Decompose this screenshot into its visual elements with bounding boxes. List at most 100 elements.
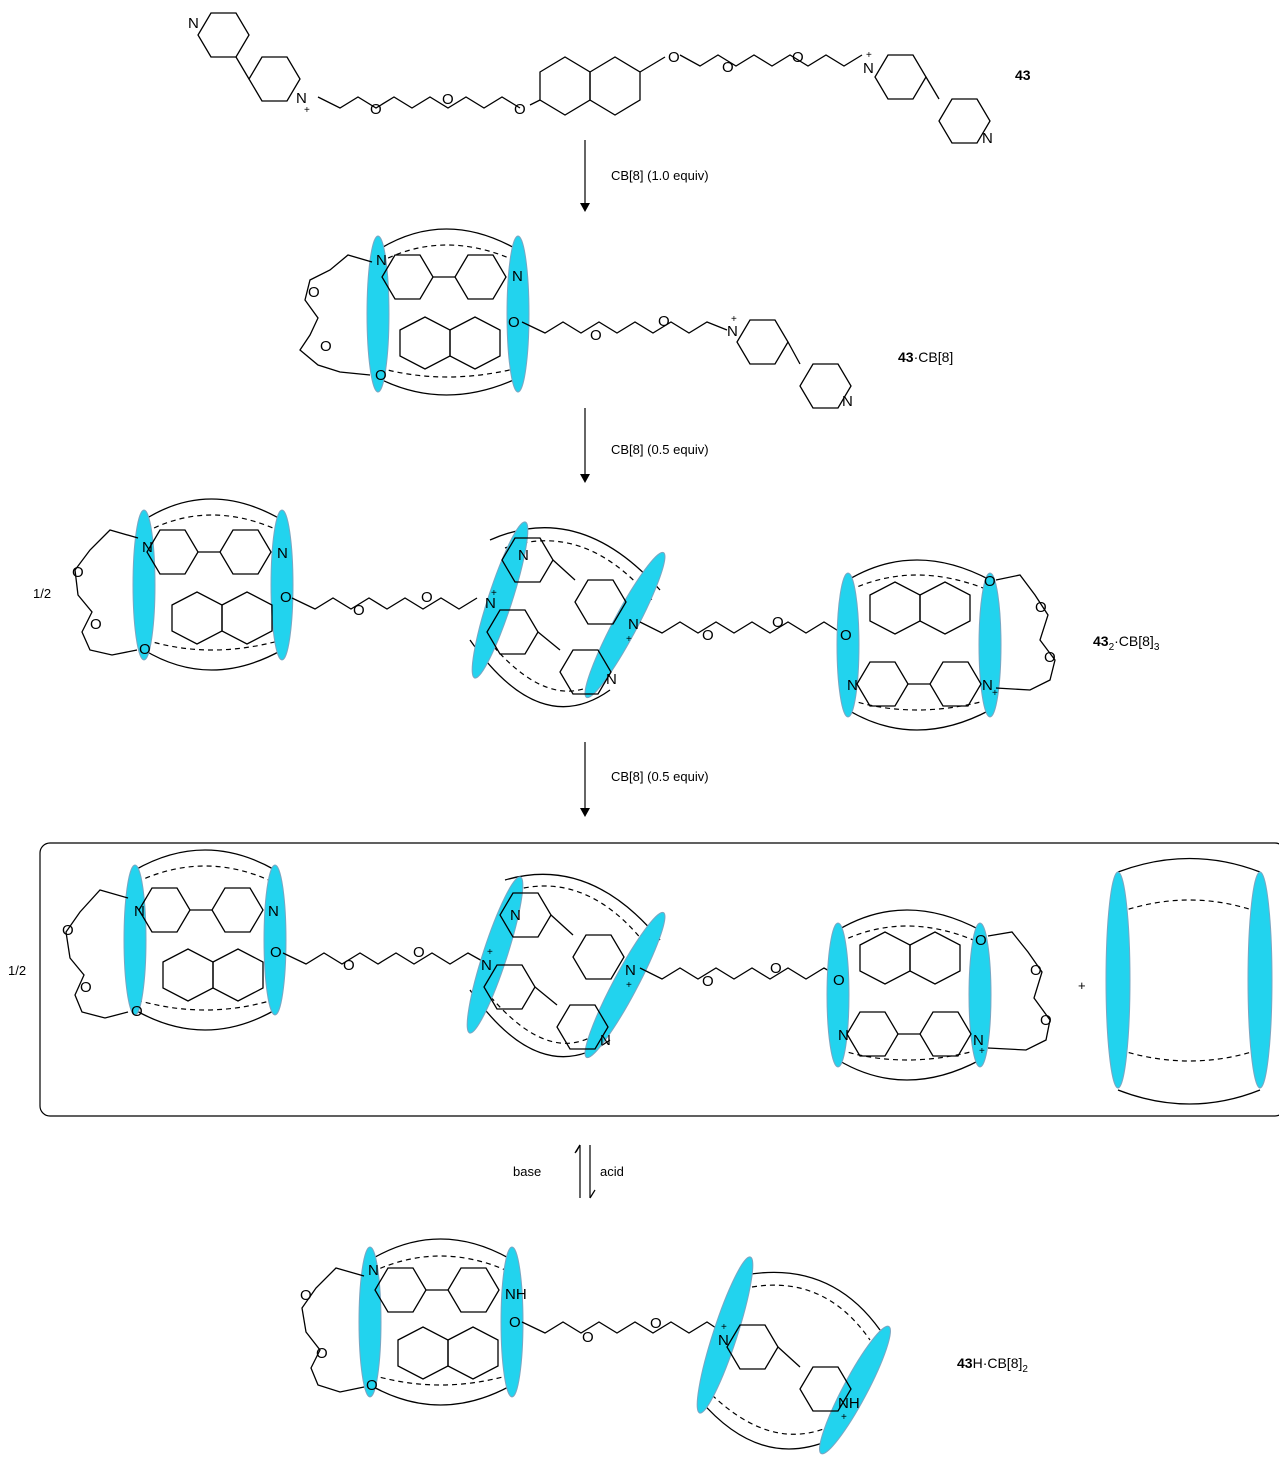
atom-n-5: N [376, 252, 387, 269]
charge-9: + [979, 1046, 985, 1057]
atom-n-13: N [485, 595, 496, 612]
atom-n-1: N [188, 15, 199, 32]
atom-o-8: O [375, 367, 387, 384]
cb8-host-5 [123, 849, 287, 1031]
atom-o-24: O [1044, 649, 1056, 666]
atom-o-31: O [702, 973, 714, 990]
plus-sign: + [1078, 978, 1086, 993]
atom-o-32: O [770, 960, 782, 977]
atom-nh-1: NH [505, 1286, 527, 1303]
charge-10: + [721, 1322, 727, 1333]
compound-43-2-cb8-3-structure: 1/2 N N O O O O O O [33, 498, 1056, 731]
atom-n-11: N [518, 547, 529, 564]
atom-o-21: O [840, 627, 852, 644]
atom-n-19: N [510, 907, 521, 924]
charge-8: + [487, 947, 493, 958]
atom-o-38: O [366, 1377, 378, 1394]
step-2-label: CB[8] (0.5 equiv) [611, 442, 709, 457]
atom-n-10: N [277, 545, 288, 562]
atom-o-29: O [343, 957, 355, 974]
atom-o-6: O [792, 49, 804, 66]
atom-n-4: N [982, 130, 993, 147]
atom-o-3: O [514, 101, 526, 118]
compound-label-43-2-cb8-3: 432·CB[8]3 [1093, 633, 1160, 653]
atom-o-7: O [508, 314, 520, 331]
charge-2: + [866, 50, 872, 61]
atom-o-2: O [442, 91, 454, 108]
atom-o-40: O [316, 1345, 328, 1362]
atom-n-8: N [842, 393, 853, 410]
atom-o-30: O [413, 944, 425, 961]
atom-o-11: O [590, 327, 602, 344]
atom-o-9: O [308, 284, 320, 301]
compound-label-43-cb8: 43·CB[8] [898, 349, 953, 365]
compound-label-43: 43 [1015, 67, 1031, 83]
atom-o-5: O [722, 59, 734, 76]
atom-n-16: N [982, 677, 993, 694]
atom-o-36: O [1040, 1012, 1052, 1029]
boxed-product-structure: 1/2 N N O O O O O O [8, 849, 1273, 1105]
cb8-host-9 [696, 1256, 891, 1455]
atom-o-12: O [658, 313, 670, 330]
atom-o-19: O [702, 627, 714, 644]
atom-n-26: N [718, 1332, 729, 1349]
coefficient-half-2: 1/2 [8, 963, 26, 978]
compound-label-43h-cb8-2: 43H·CB[8]2 [957, 1355, 1028, 1375]
atom-n-18: N [268, 903, 279, 920]
cb8-host-1 [366, 228, 530, 396]
atom-o-27: O [62, 922, 74, 939]
atom-n-3: N [863, 60, 874, 77]
atom-o-4: O [668, 49, 680, 66]
atom-o-20: O [772, 614, 784, 631]
charge-4: + [626, 634, 632, 645]
charge-1: + [304, 105, 310, 116]
atom-n-15: N [847, 677, 858, 694]
atom-n-25: N [368, 1262, 379, 1279]
acid-label: acid [600, 1164, 624, 1179]
arrow-3-head [580, 808, 590, 817]
atom-n-23: N [838, 1027, 849, 1044]
charge-3: + [731, 314, 737, 325]
cb8-host-8 [358, 1238, 524, 1406]
arrow-1-head [580, 203, 590, 212]
cb8-host-4 [836, 559, 1002, 731]
atom-o-17: O [353, 602, 365, 619]
atom-o-39: O [300, 1287, 312, 1304]
compound-43h-cb8-2-structure: N NH O O O O O O N + NH + [300, 1238, 891, 1455]
cb8-host-3 [469, 521, 666, 708]
compound-43-cb8-structure: N N O O O O O O N + N [299, 228, 853, 410]
equilibrium-arrows [574, 1144, 596, 1199]
atom-o-34: O [975, 932, 987, 949]
atom-n-14: N [606, 671, 617, 688]
product-box [39, 842, 1279, 1117]
atom-n-2: N [296, 90, 307, 107]
atom-o-42: O [650, 1315, 662, 1332]
charge-11: + [841, 1412, 847, 1423]
free-cb8-host [1105, 857, 1273, 1105]
atom-o-35: O [1030, 962, 1042, 979]
atom-o-41: O [582, 1329, 594, 1346]
atom-o-25: O [270, 944, 282, 961]
atom-o-1: O [370, 101, 382, 118]
atom-n-21: N [481, 957, 492, 974]
atom-nh-2: NH [838, 1395, 860, 1412]
base-label: base [513, 1164, 541, 1179]
atom-n-20: N [625, 962, 636, 979]
atom-o-22: O [984, 573, 996, 590]
atom-o-14: O [139, 641, 151, 658]
charge-5: + [491, 588, 497, 599]
charge-7: + [626, 980, 632, 991]
atom-o-13: O [280, 589, 292, 606]
atom-o-28: O [80, 979, 92, 996]
compound-43-structure: N N + O O O O O O N + N [188, 12, 993, 147]
atom-n-6: N [512, 268, 523, 285]
step-1-label: CB[8] (1.0 equiv) [611, 168, 709, 183]
atom-o-18: O [421, 589, 433, 606]
atom-n-9: N [142, 539, 153, 556]
atom-o-15: O [72, 564, 84, 581]
atom-n-22: N [600, 1032, 611, 1049]
arrow-2-head [580, 474, 590, 483]
atom-n-24: N [973, 1032, 984, 1049]
atom-o-16: O [90, 616, 102, 633]
